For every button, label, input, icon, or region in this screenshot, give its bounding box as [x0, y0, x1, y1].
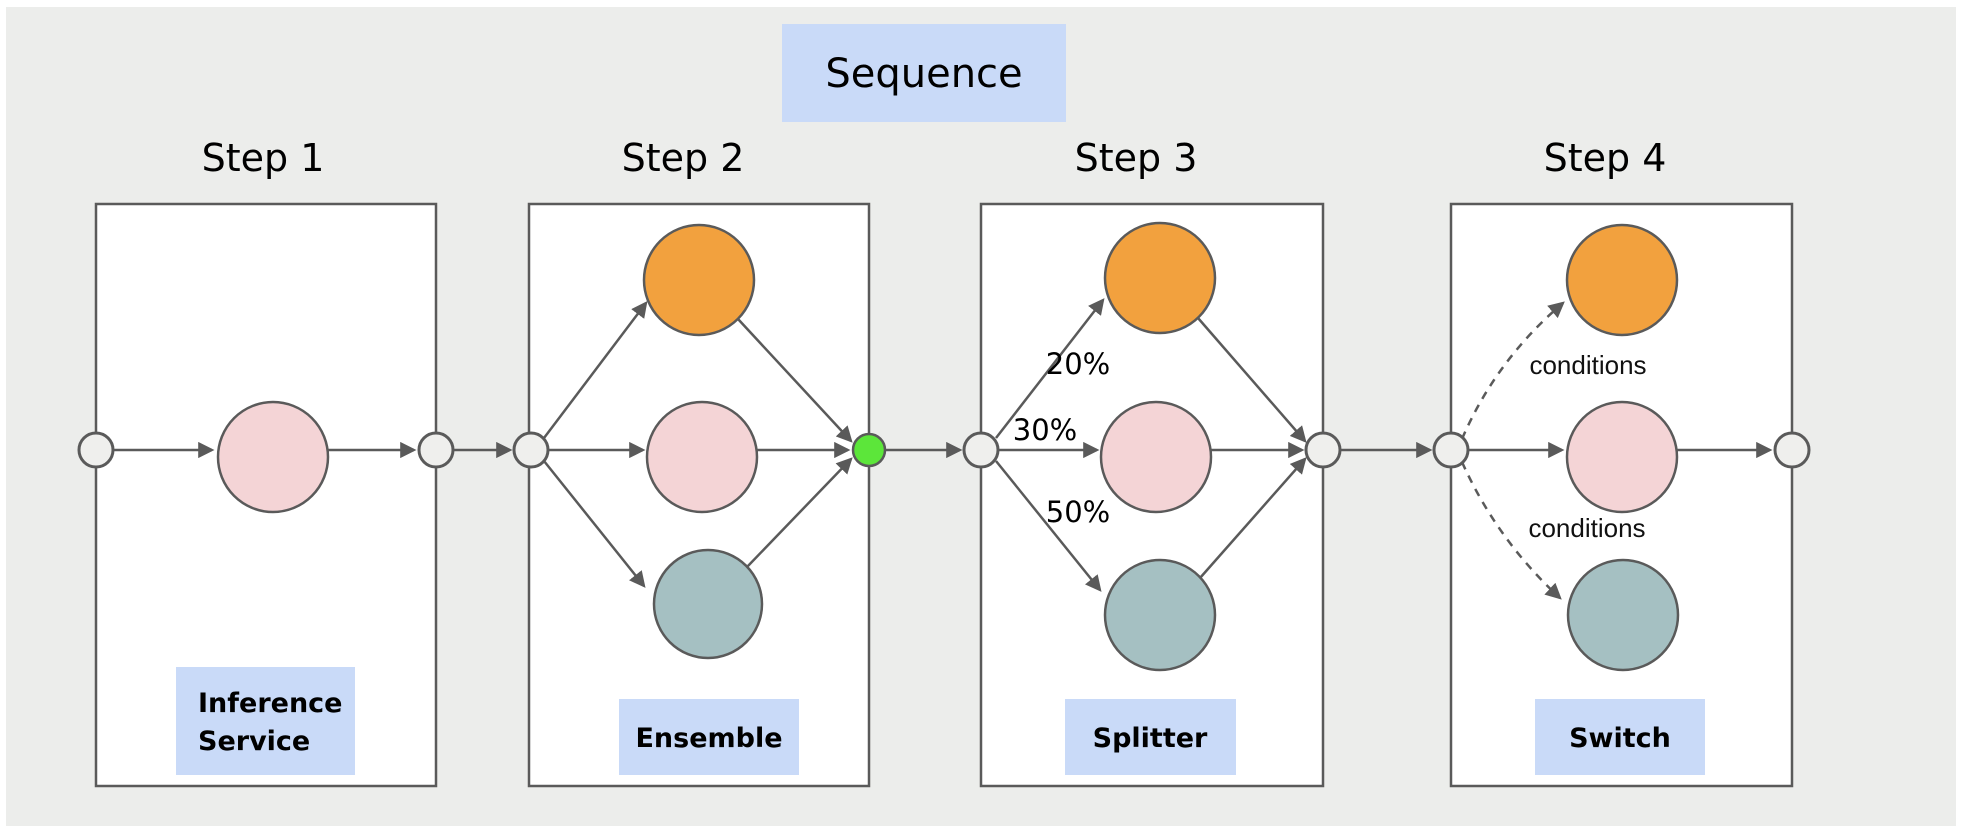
step3-branch-label-20: 20% [1046, 347, 1110, 381]
diagram-title: Sequence [825, 51, 1022, 97]
step3-teal-node[interactable] [1103, 558, 1217, 672]
step1-tag-line2: Service [198, 726, 310, 757]
step4-conditions-label-bottom: conditions [1528, 513, 1645, 543]
step4-tag-box[interactable] [1535, 699, 1705, 775]
edge-step2-orange-to-green[interactable] [737, 318, 853, 443]
step2-entry-port[interactable] [512, 431, 550, 469]
step3-pink-node[interactable] [1099, 400, 1213, 514]
edge-step3-split-50[interactable] [995, 460, 1102, 592]
step1-exit-port[interactable] [417, 431, 455, 469]
step3-entry-port[interactable] [962, 431, 1000, 469]
step-1-header: Step 1 [202, 136, 325, 180]
step3-tag-label: Splitter [1093, 723, 1208, 754]
step4-pink-node[interactable] [1565, 400, 1679, 514]
step1-entry-port[interactable] [77, 431, 115, 469]
step3-branch-label-30: 30% [1013, 413, 1077, 447]
step-3-header: Step 3 [1075, 136, 1198, 180]
step3-tag-box[interactable] [1065, 699, 1236, 775]
edge-step3-teal-to-exit[interactable] [1199, 457, 1307, 579]
edge-step2-fan-to-orange[interactable] [543, 301, 648, 439]
edge-step4-condition-to-teal[interactable] [1460, 461, 1562, 600]
step2-tag-box[interactable] [619, 699, 799, 775]
step4-orange-node[interactable] [1565, 223, 1679, 337]
edge-step3-orange-to-exit[interactable] [1197, 317, 1307, 443]
step3-branch-label-50: 50% [1046, 495, 1110, 529]
step4-conditions-label-top: conditions [1529, 350, 1646, 380]
step1-tag-line1: Inference [198, 688, 343, 719]
edge-step3-split-20[interactable] [995, 298, 1105, 439]
edge-step2-teal-to-green[interactable] [746, 457, 853, 568]
step2-exit-port-green[interactable] [851, 432, 887, 468]
step2-orange-node[interactable] [642, 223, 756, 337]
step4-teal-node[interactable] [1566, 558, 1680, 672]
step1-tag-box[interactable] [176, 667, 355, 775]
step2-tag-label: Ensemble [635, 723, 782, 754]
step3-exit-port[interactable] [1304, 431, 1342, 469]
step4-exit-port[interactable] [1773, 431, 1811, 469]
step1-pink-node[interactable] [216, 400, 330, 514]
edge-step4-condition-to-orange[interactable] [1460, 301, 1565, 440]
step-2-header: Step 2 [622, 136, 745, 180]
step-4-header: Step 4 [1544, 136, 1667, 180]
title-box[interactable] [782, 24, 1066, 122]
edge-step2-fan-to-teal[interactable] [543, 460, 646, 588]
step4-tag-label: Switch [1569, 723, 1671, 754]
step2-teal-node[interactable] [652, 548, 764, 660]
step3-orange-node[interactable] [1103, 221, 1217, 335]
step2-pink-node[interactable] [645, 400, 759, 514]
step4-entry-port[interactable] [1432, 431, 1470, 469]
